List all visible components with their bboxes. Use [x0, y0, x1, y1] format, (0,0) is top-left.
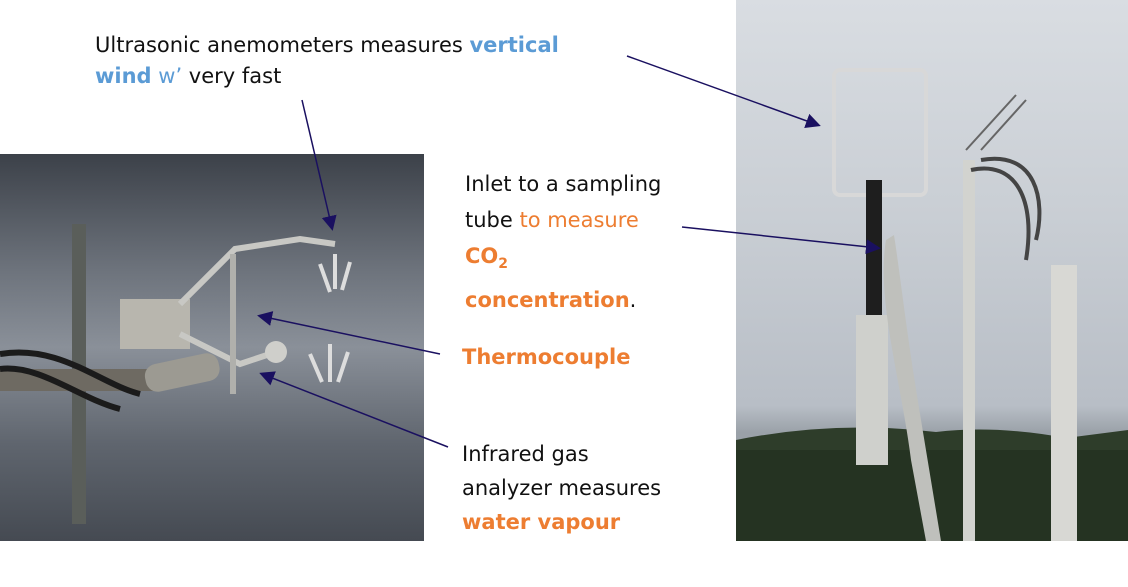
sensor-illustration [0, 224, 352, 524]
label-highlight: to measure [519, 208, 639, 232]
tower-illustration [736, 68, 1128, 541]
label-text: Infrared gas analyzer measures [462, 442, 662, 500]
label-anemometer: Ultrasonic anemometers measures vertical… [95, 30, 575, 92]
arrow-inlet [681, 226, 881, 255]
label-highlight: vertical wind [95, 33, 559, 88]
arrow-irga [259, 371, 449, 448]
label-period: . [629, 288, 637, 313]
label-concentration: concentration [465, 288, 630, 313]
co2-text: CO [465, 244, 499, 268]
co2-subscript: 2 [498, 256, 509, 273]
label-highlight: Thermocouple [462, 345, 631, 369]
photo-eddy-covariance-sensors [0, 154, 424, 541]
label-highlight-w: w’ [151, 64, 183, 88]
label-irga: Infrared gas analyzer measures water vap… [462, 437, 662, 539]
photo-flux-tower [736, 0, 1128, 541]
arrow-anemometer-right [626, 55, 821, 128]
label-highlight: water vapour [462, 510, 621, 534]
arrow-anemometer-left [301, 99, 337, 231]
label-thermocouple: Thermocouple [462, 342, 630, 373]
label-co2: CO2 [465, 244, 508, 272]
label-inlet: Inlet to a sampling tube to measure CO2 … [465, 166, 685, 318]
label-text: Ultrasonic anemometers measures [95, 33, 470, 57]
label-text: Inlet to a sampling tube [465, 172, 662, 232]
arrow-thermocouple [257, 311, 441, 355]
label-text-end: very fast [182, 64, 282, 88]
